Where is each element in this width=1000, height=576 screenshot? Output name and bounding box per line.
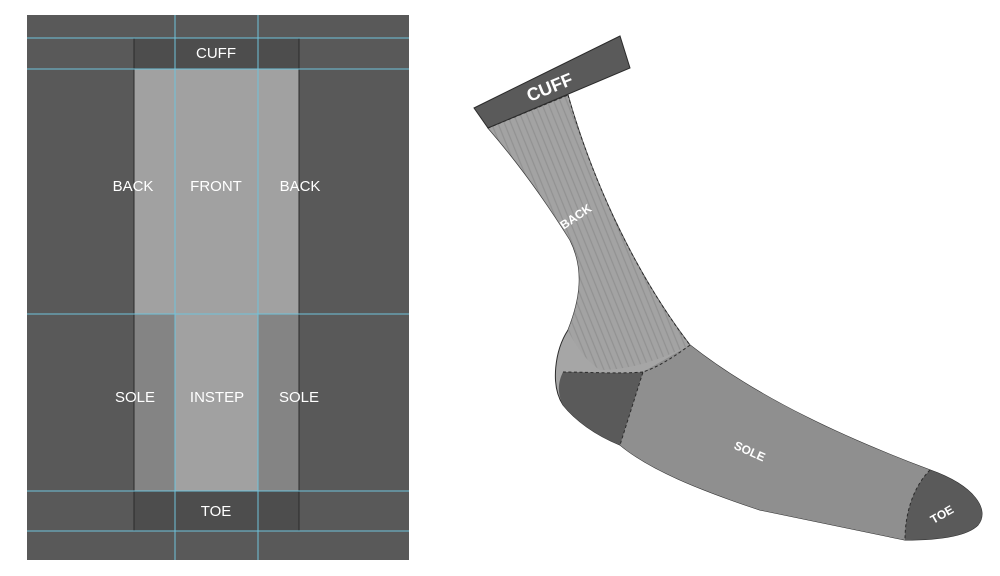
front-label: FRONT bbox=[190, 178, 242, 195]
flat-pattern: CUFF BACK FRONT BACK SOLE INSTEP SOLE TO… bbox=[27, 15, 409, 560]
seam-heel-top bbox=[562, 371, 644, 374]
sock-front-label: FRONT bbox=[623, 165, 666, 200]
back-front-panel bbox=[134, 69, 299, 314]
toe-panel bbox=[134, 491, 299, 531]
back-left-label: BACK bbox=[113, 178, 154, 195]
sole-right-panel bbox=[258, 314, 299, 491]
toe-label: TOE bbox=[201, 503, 232, 520]
sole-left-label: SOLE bbox=[115, 389, 155, 406]
sole-region bbox=[620, 345, 930, 540]
back-right-label: BACK bbox=[280, 178, 321, 195]
seam-toe bbox=[904, 469, 931, 541]
back-rib-texture bbox=[488, 95, 690, 370]
cuff-panel bbox=[134, 38, 299, 69]
seam-back-front bbox=[567, 94, 691, 346]
sock-instep-label: INSTEP bbox=[801, 383, 844, 421]
instep-panel bbox=[175, 314, 258, 491]
cuff-label: CUFF bbox=[196, 45, 236, 62]
seam-cuff bbox=[487, 94, 569, 129]
toe-region bbox=[905, 470, 982, 540]
heel-region bbox=[558, 372, 643, 445]
sole-right-label: SOLE bbox=[279, 389, 319, 406]
seam-heel bbox=[619, 344, 691, 446]
cuff-band bbox=[473, 35, 631, 129]
sock-illustration: CUFF BACK FRONT INSTEP SOLE TOE bbox=[473, 35, 983, 541]
sole-left-panel bbox=[134, 314, 175, 491]
instep-label: INSTEP bbox=[190, 389, 244, 406]
